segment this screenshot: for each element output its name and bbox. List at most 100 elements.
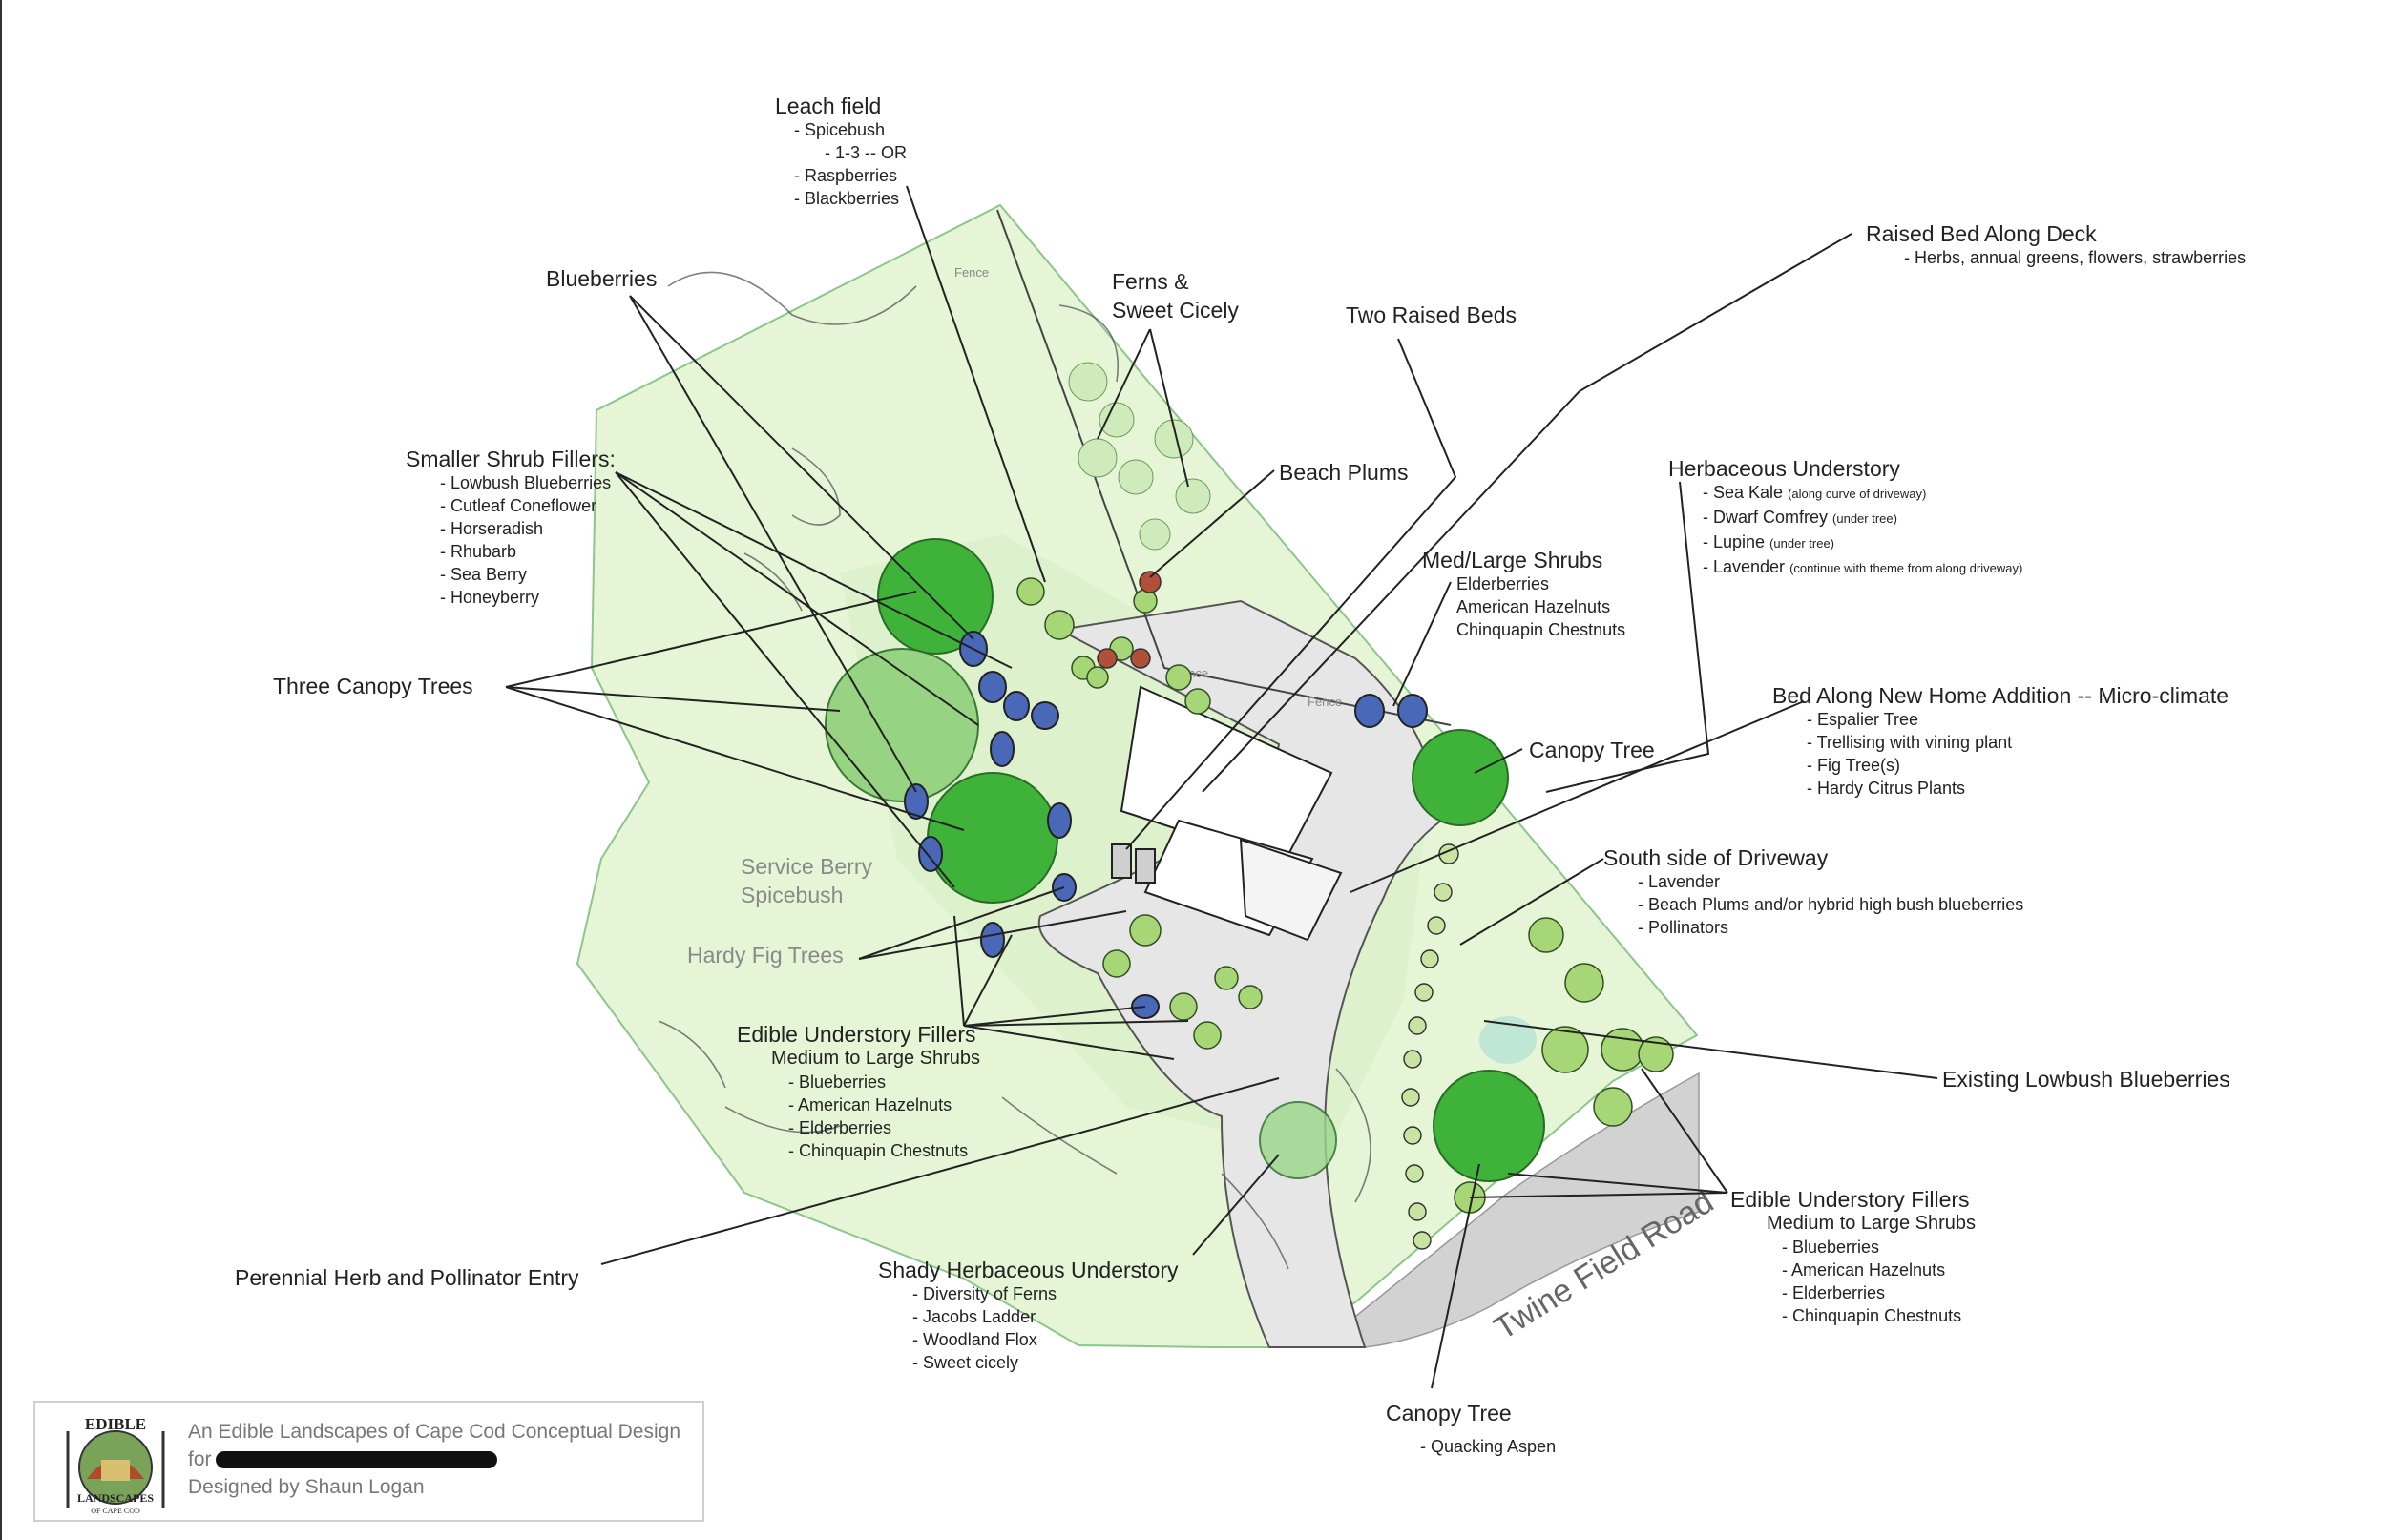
driveway-edge-plants: [1401, 843, 1459, 1250]
herbaceous-note: (along curve of driveway): [1788, 487, 1927, 501]
edible-right-item: - American Hazelnuts: [1782, 1260, 1946, 1280]
south-driveway-title: South side of Driveway: [1603, 845, 1829, 870]
label-med-large-shrubs: Med/Large Shrubs Elderberries American H…: [1422, 548, 1625, 641]
smaller-shrub-item: - Honeyberry: [440, 588, 540, 607]
label-leach-field: Leach field - Spicebush - 1-3 -- OR - Ra…: [775, 94, 907, 210]
herbaceous-item: - Lupine: [1703, 532, 1766, 551]
leach-field-item: - Blackberries: [794, 189, 900, 208]
shady-item: - Diversity of Ferns: [912, 1284, 1057, 1303]
label-south-side-driveway: South side of Driveway - Lavender - Beac…: [1603, 845, 2023, 939]
edible-right-title: Edible Understory Fillers: [1730, 1187, 1970, 1212]
house: [1111, 685, 1343, 942]
fence-label-3: Fence: [1308, 695, 1342, 709]
beach-plums: [1097, 571, 1162, 669]
leach-field-title: Leach field: [775, 94, 882, 118]
bed-addition-item: - Espalier Tree: [1807, 710, 1919, 729]
raised-bed-deck-item: - Herbs, annual greens, flowers, strawbe…: [1904, 248, 2247, 267]
logo-top-text: EDIBLE: [85, 1415, 146, 1433]
bed-addition-item: - Fig Tree(s): [1807, 756, 1901, 775]
fence-label-1: Fence: [954, 265, 989, 280]
title-block-line-1: An Edible Landscapes of Cape Cod Concept…: [188, 1421, 681, 1443]
herbaceous-note: (under tree): [1769, 536, 1834, 551]
canopy-bottom-title: Canopy Tree: [1386, 1401, 1512, 1426]
label-raised-bed-deck: Raised Bed Along Deck - Herbs, annual gr…: [1866, 221, 2246, 269]
smaller-shrub-item: - Horseradish: [440, 519, 544, 538]
ferns-bed: [1068, 362, 1211, 551]
south-driveway-item: - Pollinators: [1638, 918, 1729, 937]
label-smaller-shrub-fillers: Smaller Shrub Fillers: - Lowbush Blueber…: [406, 447, 616, 609]
leach-field-item: - Spicebush: [794, 120, 886, 139]
blueberries: [904, 631, 1428, 1019]
edible-left-item: - American Hazelnuts: [788, 1095, 952, 1114]
edible-left-title: Edible Understory Fillers: [737, 1022, 976, 1047]
label-service-berry: Service Berry Spicebush: [741, 852, 872, 909]
bed-addition-item: - Trellising with vining plant: [1807, 733, 2013, 752]
ferns-line-1: Ferns &: [1112, 269, 1189, 294]
label-two-raised-beds: Two Raised Beds: [1346, 302, 1517, 327]
title-block-line-3: Designed by Shaun Logan: [188, 1476, 425, 1498]
edible-left-subtitle: Medium to Large Shrubs: [771, 1048, 981, 1069]
canopy-trees: [825, 538, 1545, 1182]
label-canopy-tree-bottom: Canopy Tree - Quacking Aspen: [1386, 1401, 1556, 1458]
label-three-canopy-trees: Three Canopy Trees: [273, 674, 473, 698]
label-bed-new-addition: Bed Along New Home Addition -- Micro-cli…: [1772, 683, 2229, 800]
label-edible-understory-left: Edible Understory Fillers Medium to Larg…: [737, 1022, 980, 1162]
edible-right-item: - Blueberries: [1782, 1238, 1880, 1257]
smaller-shrub-item: - Rhubarb: [440, 542, 517, 561]
med-large-item: Chinquapin Chestnuts: [1456, 620, 1626, 639]
smaller-shrub-item: - Cutleaf Coneflower: [440, 496, 597, 515]
title-block: EDIBLE LANDSCAPES OF CAPE COD An Edible …: [33, 1401, 704, 1522]
edible-left-item: - Elderberries: [788, 1118, 892, 1137]
label-hardy-fig-trees: Hardy Fig Trees: [687, 943, 844, 968]
edible-right-item: - Chinquapin Chestnuts: [1782, 1306, 1962, 1325]
existing-lowbush-patch: [1479, 1016, 1537, 1064]
shady-item: - Jacobs Ladder: [912, 1307, 1036, 1326]
logo-small-text: OF CAPE COD: [91, 1507, 140, 1515]
label-edible-understory-right: Edible Understory Fillers Medium to Larg…: [1730, 1187, 1976, 1327]
service-berry-line-1: Service Berry: [741, 854, 873, 879]
bed-addition-item: - Hardy Citrus Plants: [1807, 779, 1966, 798]
label-blueberries: Blueberries: [546, 266, 658, 291]
edible-right-item: - Elderberries: [1782, 1283, 1886, 1302]
leach-field-item: - Raspberries: [794, 166, 898, 185]
herbaceous-item: - Lavender: [1703, 557, 1786, 576]
med-large-item: American Hazelnuts: [1456, 597, 1611, 616]
label-existing-lowbush: Existing Lowbush Blueberries: [1942, 1067, 2230, 1092]
raised-bed-deck-title: Raised Bed Along Deck: [1866, 221, 2097, 246]
edible-right-subtitle: Medium to Large Shrubs: [1767, 1213, 1977, 1234]
title-block-text: An Edible Landscapes of Cape Cod Concept…: [188, 1418, 680, 1501]
south-driveway-item: - Lavender: [1638, 872, 1721, 891]
med-large-title: Med/Large Shrubs: [1422, 548, 1603, 572]
redacted-client-name: [215, 1451, 497, 1469]
service-berry-line-2: Spicebush: [741, 883, 844, 907]
bed-addition-title: Bed Along New Home Addition -- Micro-cli…: [1772, 683, 2229, 708]
leach-field-item: - 1-3 -- OR: [825, 143, 908, 162]
label-herbaceous-understory: Herbaceous Understory - Sea Kale (along …: [1668, 456, 2022, 580]
label-ferns: Ferns & Sweet Cicely: [1112, 267, 1239, 324]
shrubs: [1016, 577, 1674, 1214]
title-block-for: for: [188, 1448, 212, 1470]
canopy-bottom-item: - Quacking Aspen: [1420, 1437, 1557, 1456]
shady-title: Shady Herbaceous Understory: [878, 1258, 1179, 1282]
logo-bottom-text: LANDSCAPES: [77, 1491, 154, 1505]
edible-landscapes-logo: EDIBLE LANDSCAPES OF CAPE COD: [66, 1415, 165, 1515]
label-perennial-entry: Perennial Herb and Pollinator Entry: [235, 1265, 579, 1290]
herbaceous-item: - Sea Kale: [1703, 483, 1784, 502]
ferns-line-2: Sweet Cicely: [1112, 298, 1239, 323]
smaller-shrub-item: - Sea Berry: [440, 565, 528, 584]
smaller-shrub-item: - Lowbush Blueberries: [440, 473, 612, 492]
herbaceous-item: - Dwarf Comfrey: [1703, 508, 1829, 527]
herbaceous-note: (continue with theme from along driveway…: [1790, 561, 2023, 575]
med-large-item: Elderberries: [1456, 574, 1550, 593]
label-canopy-tree-right: Canopy Tree: [1529, 738, 1655, 762]
shady-item: - Sweet cicely: [912, 1353, 1019, 1372]
label-shady-understory: Shady Herbaceous Understory - Diversity …: [878, 1258, 1179, 1374]
edible-left-item: - Chinquapin Chestnuts: [788, 1141, 969, 1160]
shady-item: - Woodland Flox: [912, 1330, 1037, 1349]
driveway: [1037, 599, 1443, 1348]
title-block-line-2: for: [188, 1446, 680, 1473]
south-driveway-item: - Beach Plums and/or hybrid high bush bl…: [1638, 895, 2024, 914]
smaller-shrub-title: Smaller Shrub Fillers:: [406, 447, 616, 471]
label-beach-plums: Beach Plums: [1279, 460, 1409, 485]
